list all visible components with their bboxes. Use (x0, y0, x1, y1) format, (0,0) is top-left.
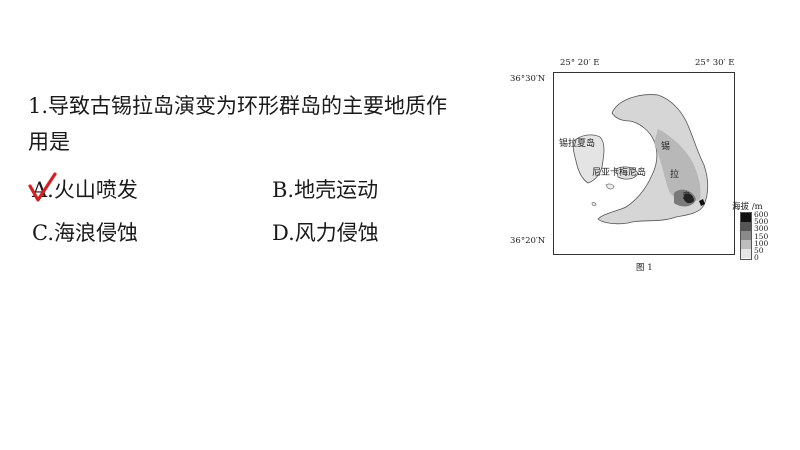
nea-kameni-shape (615, 166, 639, 180)
label-thirasia: 锡拉夏岛 (559, 139, 596, 149)
option-d[interactable]: D.风力侵蚀 (272, 217, 379, 247)
map-frame: 锡拉夏岛 尼亚卡梅尼岛 锡 拉 岛 (553, 72, 735, 255)
option-d-label: D.风力侵蚀 (272, 221, 379, 245)
legend-value-0: 0 (754, 253, 759, 262)
legend-value-50: 50 (754, 246, 764, 255)
label-nea-kameni: 尼亚卡梅尼岛 (592, 168, 647, 178)
longitude-left-label: 25° 20′ E (560, 58, 600, 68)
option-b-label: B.地壳运动 (272, 178, 379, 202)
thirasia-island-shape (572, 134, 605, 184)
question-line-1: 1.导致古锡拉岛演变为环形群岛的主要地质作 (28, 94, 448, 118)
legend-value-100: 100 (754, 239, 769, 248)
check-mark-icon (28, 172, 57, 202)
latitude-bottom-label: 36°20′N (510, 236, 546, 246)
legend-value-600: 600 (754, 210, 769, 219)
island-map (572, 94, 709, 225)
label-thira-char3: 岛 (682, 192, 692, 202)
option-c-label: C.海浪侵蚀 (32, 221, 138, 245)
legend-value-150: 150 (754, 232, 769, 241)
label-thira-char1: 锡 (661, 142, 671, 152)
legend-title: 海拔 /m (732, 202, 763, 212)
legend-color-bar (740, 212, 752, 260)
elevation-legend: 海拔 /m 600 500 300 150 100 50 0 (732, 200, 795, 262)
question-line-2: 用是 (28, 130, 70, 154)
option-b[interactable]: B.地壳运动 (272, 174, 378, 204)
figure-caption: 图 1 (636, 263, 653, 273)
option-c[interactable]: C.海浪侵蚀 (32, 217, 138, 247)
longitude-right-label: 25° 30′ E (695, 58, 735, 68)
latitude-top-label: 36°30′N (510, 74, 546, 84)
legend-value-300: 300 (754, 224, 769, 233)
santorini-map-figure: 25° 20′ E 25° 30′ E 36°30′N 36°20′N 锡拉夏岛… (510, 50, 795, 275)
legend-value-500: 500 (754, 217, 769, 226)
label-thira-char2: 拉 (670, 170, 680, 180)
question-stem: 1.导致古锡拉岛演变为环形群岛的主要地质作 用是 (28, 88, 500, 160)
